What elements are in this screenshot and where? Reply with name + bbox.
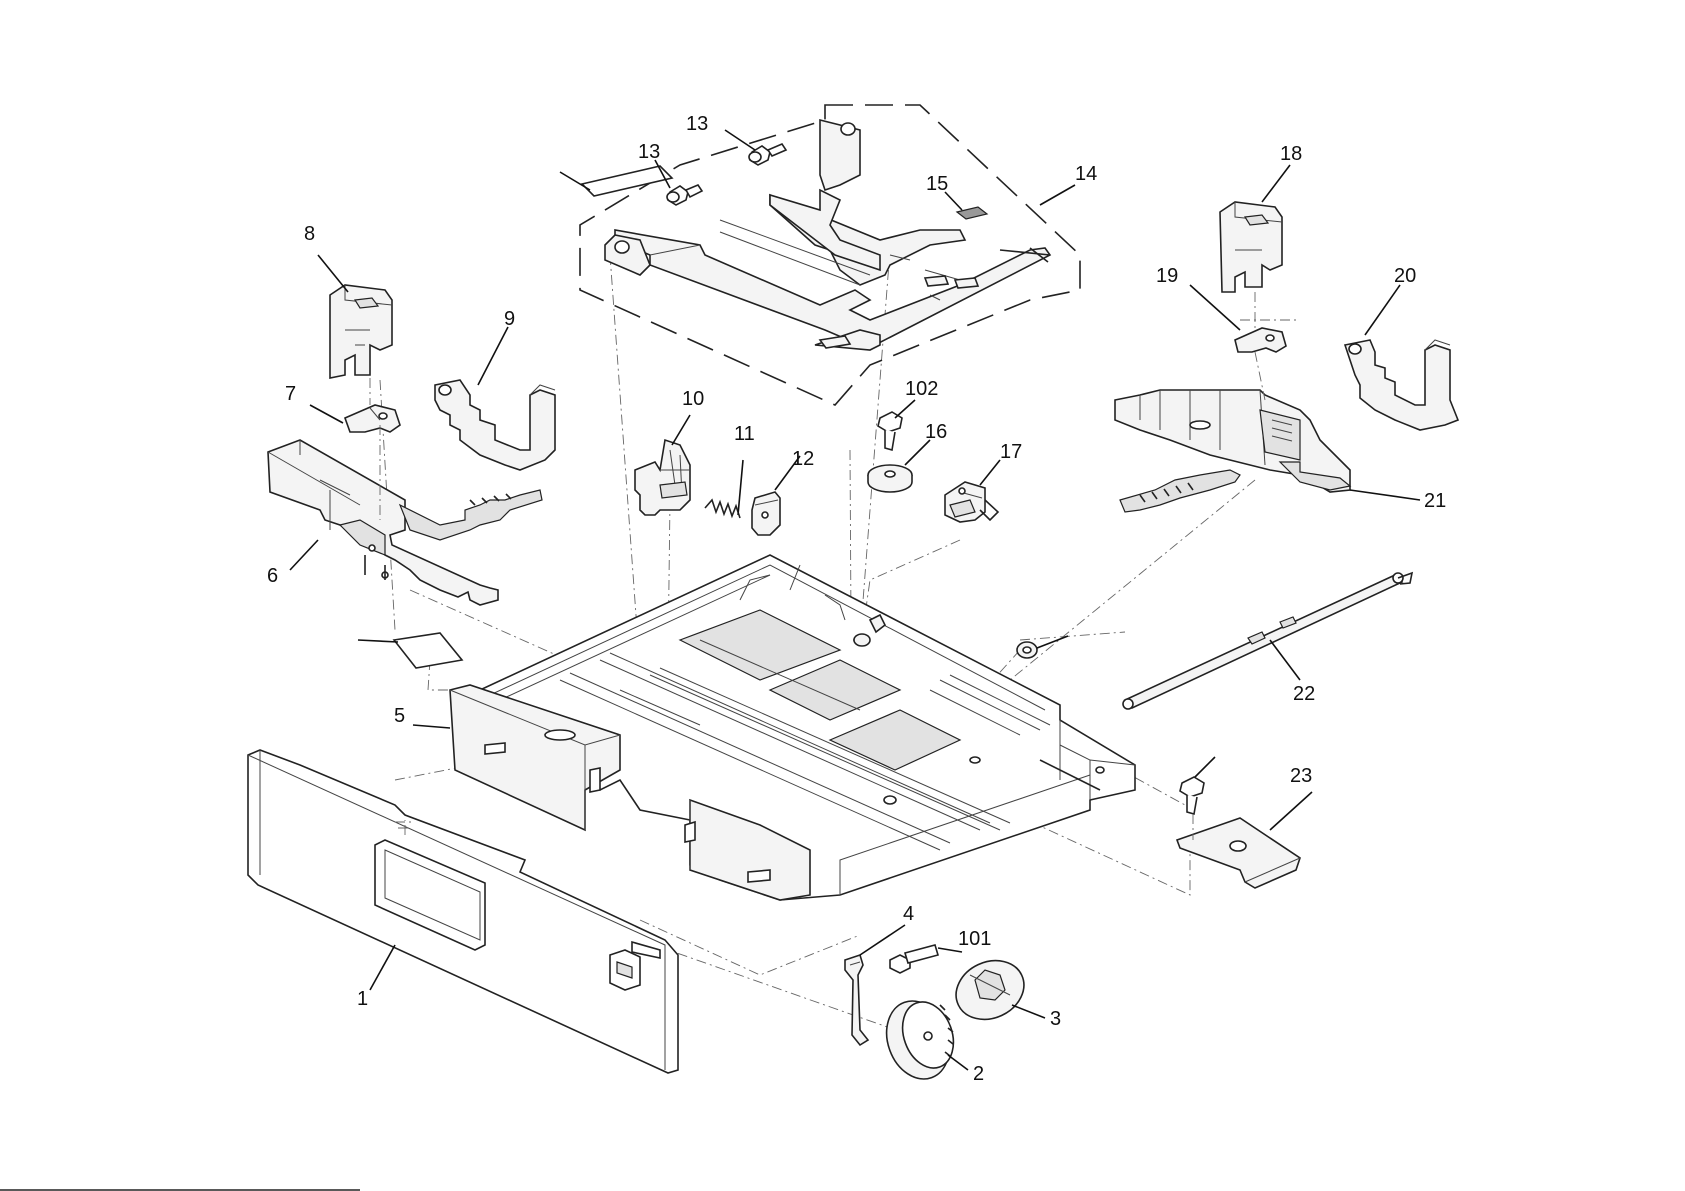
callout-17: 17 — [1000, 441, 1022, 463]
part-101-screw — [890, 945, 938, 973]
callout-5: 5 — [394, 705, 405, 727]
part-7-clip — [345, 378, 400, 432]
callout-3: 3 — [1050, 1008, 1061, 1030]
part-11-spring — [705, 460, 743, 518]
callout-23: 23 — [1290, 765, 1312, 787]
main-tray-frame — [450, 555, 1135, 900]
part-8-holder — [330, 285, 392, 378]
label-strip-top — [560, 166, 672, 196]
part-14-upper-plate — [605, 120, 1050, 350]
callout-4: 4 — [903, 903, 914, 925]
callout-1: 1 — [357, 988, 368, 1010]
callout-18: 18 — [1280, 143, 1302, 165]
callout-11: 11 — [734, 423, 755, 445]
part-13-screw-a — [749, 144, 786, 165]
part-2-gear — [876, 992, 962, 1088]
part-4-lever — [845, 955, 868, 1045]
callout-13b: 13 — [638, 141, 660, 163]
callout-8: 8 — [304, 223, 315, 245]
part-16-gear — [868, 465, 912, 492]
callout-22: 22 — [1293, 683, 1315, 705]
callout-102: 102 — [905, 378, 938, 400]
callout-15: 15 — [926, 173, 948, 195]
part-21-side-guide — [1115, 352, 1350, 512]
callout-7: 7 — [285, 383, 296, 405]
part-20-bracket — [1345, 340, 1458, 430]
callout-9: 9 — [504, 308, 515, 330]
callout-14: 14 — [1075, 163, 1097, 185]
part-13-screw-b — [667, 185, 702, 205]
callout-6: 6 — [267, 565, 278, 587]
callout-20: 20 — [1394, 265, 1416, 287]
callout-13a: 13 — [686, 113, 708, 135]
callout-101: 101 — [958, 928, 991, 950]
part-1-front-cover — [248, 750, 678, 1073]
callout-21: 21 — [1424, 490, 1446, 512]
callout-16: 16 — [925, 421, 947, 443]
part-22-shaft — [1123, 573, 1412, 709]
callout-19: 19 — [1156, 265, 1178, 287]
part-102-screw — [878, 412, 902, 450]
part-17-bracket — [945, 482, 998, 522]
label-strip-left — [358, 633, 462, 668]
part-23-plate — [1177, 818, 1300, 888]
callout-12: 12 — [792, 448, 814, 470]
screw-23 — [1180, 757, 1215, 840]
part-9-bracket — [435, 380, 555, 470]
callout-2: 2 — [973, 1063, 984, 1085]
callout-10: 10 — [682, 388, 704, 410]
part-19-clip — [1235, 292, 1286, 352]
part-12-stopper — [752, 492, 780, 535]
part-3-gear-disc — [946, 950, 1033, 1030]
part-18-holder — [1220, 202, 1282, 292]
part-10-latch — [635, 440, 690, 515]
